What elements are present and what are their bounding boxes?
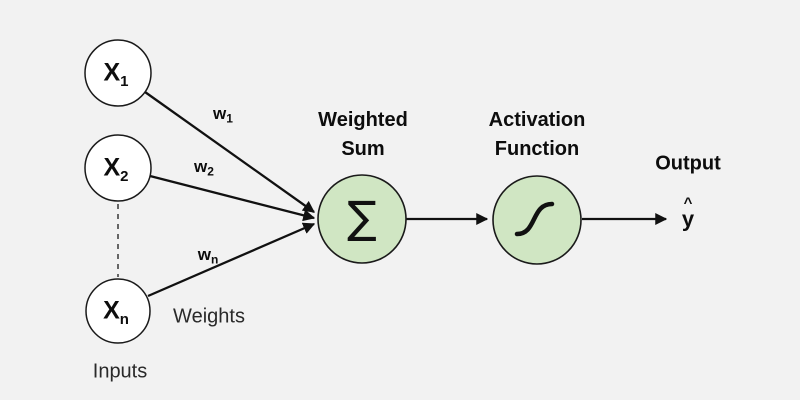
activation-title-line1: Activation [488, 109, 586, 131]
weighted-sum-title-line1: Weighted [318, 109, 408, 131]
w2-base: w [194, 157, 208, 176]
inputs-caption: Inputs [92, 360, 148, 383]
w1-base: w [213, 104, 227, 123]
xn-subscript: n [119, 310, 129, 328]
x2-subscript: 2 [120, 167, 129, 185]
input-node-x2-label: X2 [103, 153, 129, 185]
input-node-xn-label: Xn [103, 296, 129, 328]
activation-title: Activation Function [489, 106, 586, 164]
activation-circle [492, 175, 582, 265]
sigma-symbol: ∑ [347, 192, 377, 244]
w1-subscript: 1 [226, 111, 233, 126]
weighted-sum-title-line2: Sum [341, 138, 385, 160]
xn-base: X [103, 296, 120, 325]
output-value-yhat: ^ y [682, 196, 694, 231]
x1-base: X [103, 58, 121, 87]
weights-caption: Weights [173, 305, 245, 328]
activation-title-line2: Function [494, 138, 580, 160]
weighted-sum-title: Weighted Sum [318, 106, 408, 164]
x2-base: X [103, 153, 121, 182]
weighted-sum-circle [317, 174, 407, 264]
arrow-x2-to-sum [149, 174, 316, 222]
wn-base: w [197, 245, 211, 264]
weight-w2-label: w2 [194, 157, 214, 179]
input-node-xn-circle [85, 278, 151, 344]
input-node-x1-circle [84, 39, 152, 107]
input-node-x2-circle [84, 134, 152, 202]
weight-wn-label: wn [197, 245, 219, 267]
w2-subscript: 2 [207, 164, 214, 179]
sigmoid-curve-icon [514, 201, 555, 237]
weight-w1-label: w1 [213, 104, 233, 126]
arrow-x1-to-sum [144, 91, 315, 213]
output-title: Output [655, 152, 721, 175]
wn-subscript: n [210, 252, 219, 267]
arrow-xn-to-sum [147, 222, 316, 298]
x1-subscript: 1 [120, 72, 129, 90]
yhat-y: y [681, 206, 695, 232]
input-node-x1-label: X1 [103, 58, 129, 90]
yhat-hat: ^ [683, 194, 693, 212]
